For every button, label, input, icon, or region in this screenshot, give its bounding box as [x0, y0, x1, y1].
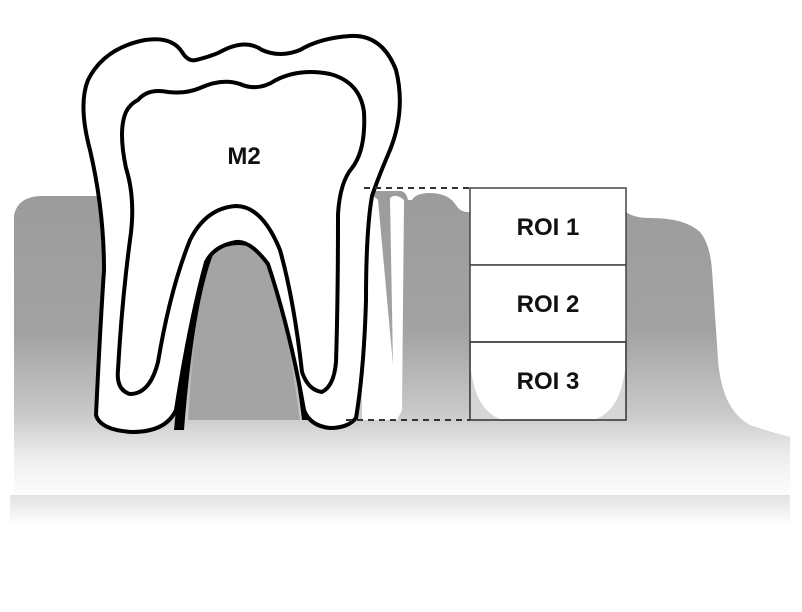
tooth-label: M2	[227, 143, 260, 170]
roi-1-label: ROI 1	[517, 214, 580, 241]
roi-3-label: ROI 3	[517, 368, 580, 395]
roi-2-label: ROI 2	[517, 291, 580, 318]
roi-column: ROI 1 ROI 2 ROI 3	[470, 188, 626, 420]
